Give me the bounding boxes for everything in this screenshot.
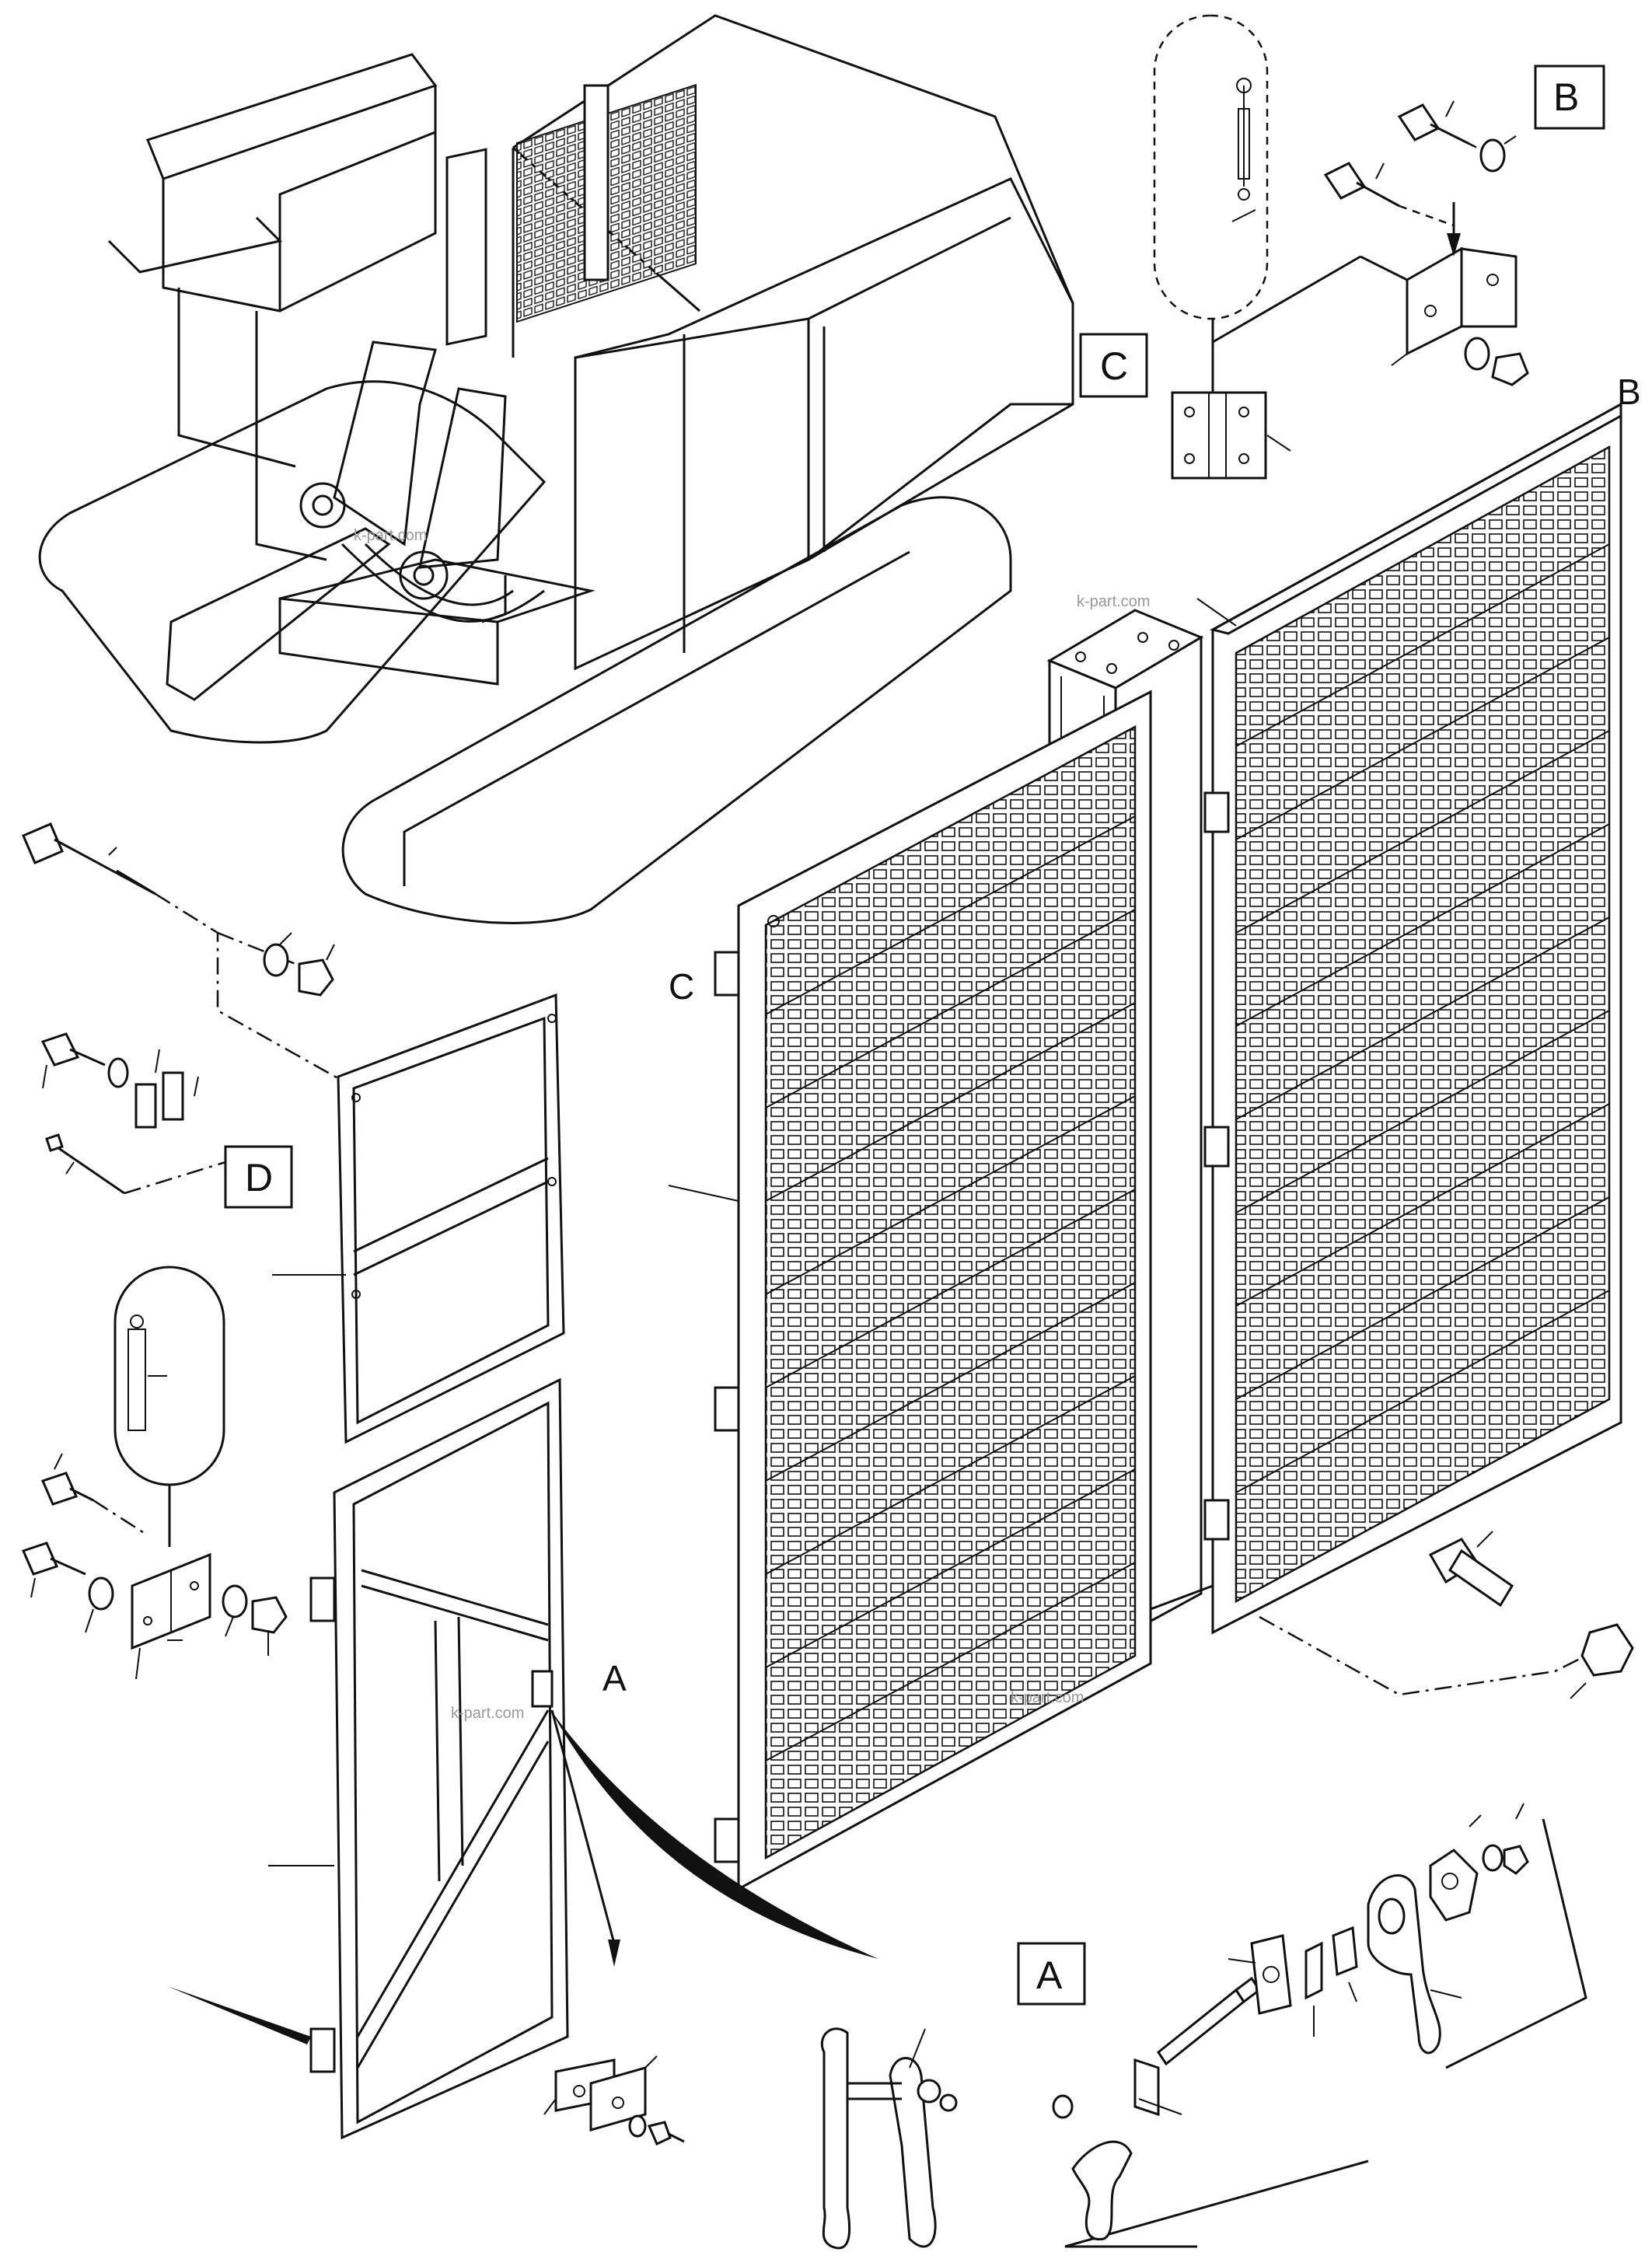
right-grille-panel [1196,402,1622,1635]
detail-c-label: C [1100,344,1128,388]
watermark-text: k-part.com [354,527,427,544]
detail-b-label-box [1534,65,1605,130]
detail-d-hardware: D [22,822,343,1209]
detail-c-label-box [1079,333,1148,398]
watermark-text: k-part.com [451,1705,524,1722]
detail-b-hinge: B [1212,65,1605,386]
detail-d-label: D [245,1156,273,1199]
detail-d-label-box [224,1145,293,1209]
door-handle [820,2027,958,2250]
detail-a-label-box [1017,1942,1086,2006]
detail-a-label: A [1036,1953,1063,1997]
detail-a-latch: A [1017,1803,1587,2248]
callout-c: C [669,966,694,1007]
lower-hinge-detail [21,1266,288,1680]
lower-door-frame: k-part.com [167,1377,878,2140]
watermark-text: k-part.com [1011,1689,1084,1706]
excavator-overview: k-part.com [38,14,1074,924]
watermark-text: k-part.com [1077,593,1150,610]
callout-a: A [602,1658,627,1699]
bottom-latch-plates [543,2055,685,2146]
upper-screen-frame [272,993,565,1444]
detail-b-label: B [1553,75,1579,119]
left-grille-panel: k-part.com [668,690,1214,1891]
panel-bolt-nut [1259,1531,1634,1699]
detail-c-hinge: C [1079,14,1291,480]
